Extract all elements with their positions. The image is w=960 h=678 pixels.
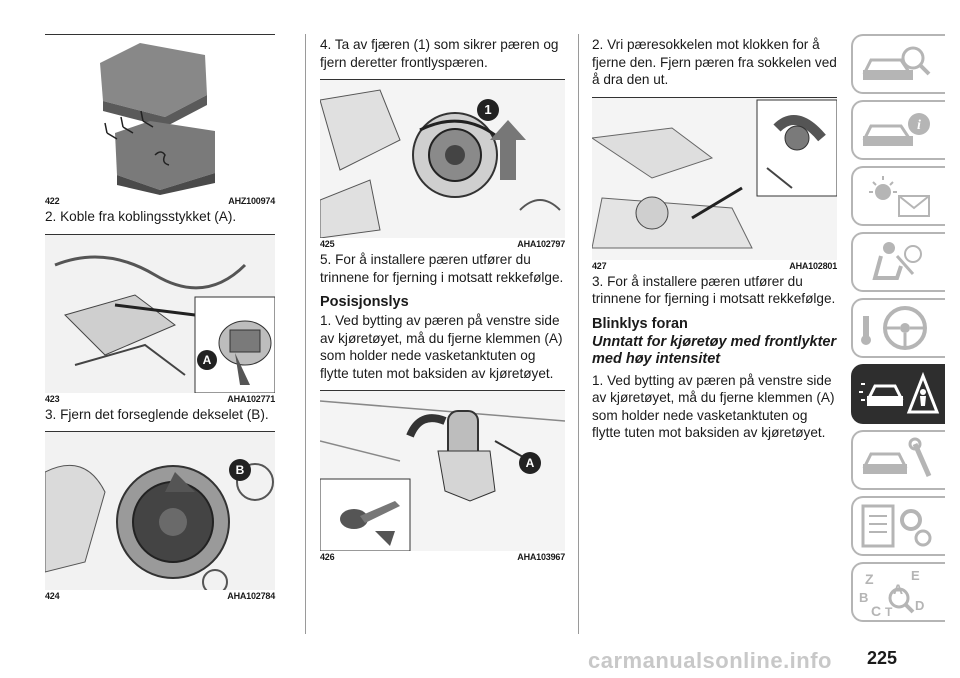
instruction-text: 5. For å installere pæren utfører du tri… — [320, 252, 564, 285]
car-breakdown-icon — [859, 371, 940, 414]
instruction-text: 3. For å installere pæren utfører du tri… — [592, 273, 836, 307]
watermark: carmanualsonline.info — [588, 648, 832, 673]
section-heading: Posisjonslys — [320, 294, 409, 310]
tab-specifications[interactable] — [851, 496, 945, 556]
instruction-text: 1. Ved bytting av pæren på venstre side … — [320, 313, 563, 381]
figure-number: 424 — [45, 591, 60, 601]
car-search-icon — [862, 46, 931, 80]
specifications-icon — [861, 504, 932, 548]
tab-car-service[interactable] — [851, 430, 945, 490]
figure-caption: 427 AHA102801 — [592, 261, 837, 271]
figure-number: 423 — [45, 393, 60, 404]
tab-warning-lights[interactable] — [851, 166, 945, 226]
figure-code: AHZ100974 — [228, 196, 275, 206]
figure-code: AHA102784 — [227, 591, 275, 601]
instruction-text: 2. Koble fra koblingsstykket (A). — [45, 209, 237, 224]
figure-426: A 426 AHA103967 — [320, 390, 565, 562]
figure-code: AHA102771 — [227, 393, 275, 404]
figure-caption: 423 AHA102771 — [45, 394, 275, 404]
steering-key-icon — [861, 306, 927, 350]
section-subheading: Unntatt for kjøretøy med frontlykter med… — [592, 333, 837, 367]
figure-caption: 422 AHZ100974 — [45, 196, 275, 206]
connector-illustration: A — [45, 234, 275, 393]
figure-code: AHA103967 — [517, 552, 565, 562]
fuse-box-cover-illustration — [45, 35, 275, 195]
figure-caption: 425 AHA102797 — [320, 239, 565, 249]
figure-425: 1 425 AHA102797 — [320, 79, 565, 249]
instruction-text: 4. Ta av fjæren (1) som sikrer pæren og … — [320, 37, 559, 70]
tab-index[interactable]: Z E A B C D T — [851, 562, 945, 622]
tab-seat-airbag[interactable] — [851, 232, 945, 292]
column-divider — [578, 34, 579, 634]
car-info-icon: i — [862, 113, 930, 146]
figure-caption: 426 AHA103967 — [320, 552, 565, 562]
car-service-icon — [862, 437, 932, 478]
instruction-text: 3. Fjern det forseglende dekselet (B). — [45, 406, 269, 422]
bulb-spring-illustration: 1 — [320, 80, 565, 238]
tab-car-search[interactable] — [851, 34, 945, 94]
index-letter: T — [885, 605, 893, 619]
seat-airbag-icon — [872, 242, 922, 280]
callout-b: B — [236, 463, 245, 477]
figure-427: 427 AHA102801 — [592, 96, 837, 271]
bulb-socket-illustration — [592, 97, 837, 260]
index-letter: D — [915, 598, 924, 613]
tab-car-breakdown[interactable] — [851, 364, 945, 424]
page-number: 225 — [867, 648, 898, 668]
index-letter: B — [859, 590, 868, 605]
column-divider — [305, 34, 306, 634]
figure-code: AHA102797 — [517, 239, 565, 249]
index-icon: Z E A B C D T — [859, 568, 924, 619]
tab-steering-key[interactable] — [851, 298, 945, 358]
washer-clip-illustration: A — [320, 391, 565, 551]
figure-number: 427 — [592, 260, 607, 271]
svg-text:i: i — [917, 118, 921, 133]
figure-number: 422 — [45, 196, 60, 206]
callout-a: A — [526, 456, 535, 470]
index-letter: Z — [865, 571, 874, 587]
section-heading: Blinklys foran — [592, 315, 688, 332]
column-2: 4. Ta av fjæren (1) som sikrer pæren og … — [320, 34, 565, 562]
instruction-text: 2. Vri pæresokkelen mot klokken for å fj… — [592, 37, 837, 87]
index-letter: E — [911, 568, 920, 583]
tab-car-info[interactable]: i — [851, 100, 945, 160]
column-3: 2. Vri pæresokkelen mot klokken for å fj… — [592, 34, 837, 450]
callout-1: 1 — [484, 102, 491, 117]
warning-lights-icon — [869, 176, 930, 217]
figure-caption: 424 AHA102784 — [45, 591, 275, 601]
figure-424: B 424 AHA102784 — [45, 431, 275, 601]
figure-number: 426 — [320, 552, 335, 562]
sealing-cover-illustration: B — [45, 432, 275, 590]
figure-number: 425 — [320, 239, 335, 249]
index-letter: C — [871, 603, 881, 619]
instruction-text: 1. Ved bytting av pæren på venstre side … — [592, 372, 835, 441]
figure-code: AHA102801 — [789, 260, 837, 271]
figure-423: A 423 AHA102771 — [45, 233, 275, 404]
figure-422: 422 AHZ100974 — [45, 34, 275, 206]
callout-a: A — [203, 353, 212, 367]
column-1: 422 AHZ100974 2. Koble fra koblingsstykk… — [45, 34, 275, 601]
